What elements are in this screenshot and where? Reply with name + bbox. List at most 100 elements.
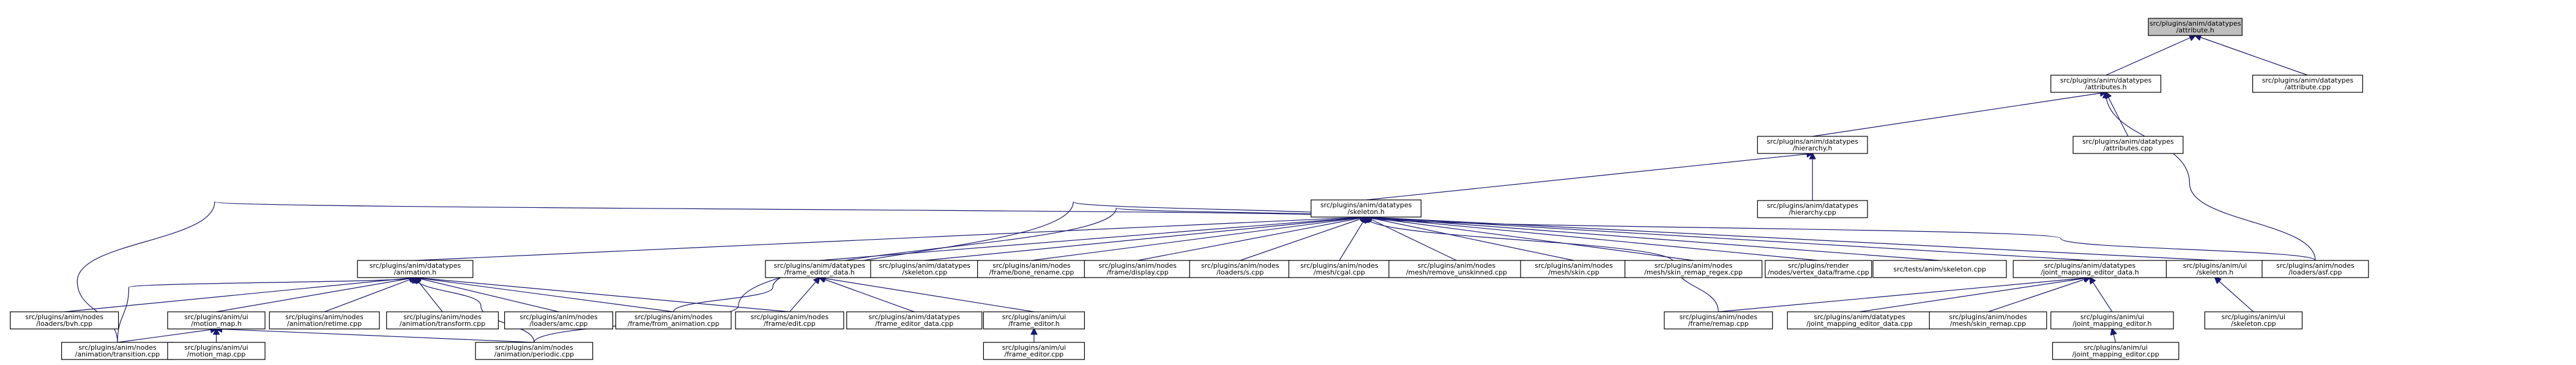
node-box[interactable] <box>2072 136 2184 154</box>
node-retime[interactable]: src/plugins/anim/nodes/animation/retime.… <box>269 311 380 330</box>
node-box[interactable] <box>846 311 983 330</box>
node-vertex-data-frame[interactable]: src/plugins/render/nodes/vertex_data/fra… <box>1765 260 1872 278</box>
node-box[interactable] <box>357 260 474 278</box>
node-box[interactable] <box>2204 311 2303 330</box>
node-box[interactable] <box>1757 136 1868 154</box>
node-animation-h[interactable]: src/plugins/anim/datatypes/animation.h <box>357 260 474 278</box>
node-box[interactable] <box>1288 260 1390 278</box>
node-frame-editor-cpp[interactable]: src/plugins/anim/ui/frame_editor.cpp <box>983 342 1085 360</box>
node-loaders-bvh[interactable]: src/plugins/anim/nodes/loaders/bvh.cpp <box>10 311 119 330</box>
node-joint-mapping-editor-h[interactable]: src/plugins/anim/ui/joint_mapping_editor… <box>2050 311 2174 330</box>
node-box[interactable] <box>977 260 1087 278</box>
node-label-line: src/plugins/anim/datatypes <box>2082 138 2174 146</box>
edge-ui_skeleton_cpp-to-ui_skeleton_h <box>2215 278 2254 312</box>
node-skeleton-cpp[interactable]: src/plugins/anim/datatypes/skeleton.cpp <box>870 260 980 278</box>
node-label-line: src/plugins/anim/datatypes <box>2150 20 2241 28</box>
node-box[interactable] <box>1765 260 1872 278</box>
edge-skeleton_h-to-hierarchy_h <box>1366 153 1813 201</box>
node-attribute-h[interactable]: src/plugins/anim/datatypes/attribute.h <box>2148 18 2243 36</box>
node-box[interactable] <box>167 311 266 330</box>
node-transition[interactable]: src/plugins/anim/nodes/animation/transit… <box>61 342 174 360</box>
node-label-line: src/plugins/anim/datatypes <box>1320 201 1412 209</box>
node-box[interactable] <box>765 260 874 278</box>
node-box[interactable] <box>615 311 732 330</box>
node-box[interactable] <box>1872 260 2007 278</box>
node-frame-editor-data-cpp[interactable]: src/plugins/anim/datatypes/frame_editor_… <box>846 311 983 330</box>
node-frame-editor-data-h[interactable]: src/plugins/anim/datatypes/frame_editor_… <box>765 260 874 278</box>
node-ui-skeleton-h[interactable]: src/plugins/anim/ui/skeleton.h <box>2165 260 2265 278</box>
node-frame-remap[interactable]: src/plugins/anim/nodes/frame/remap.cpp <box>1664 311 1773 330</box>
node-box[interactable] <box>2165 260 2265 278</box>
node-box[interactable] <box>2012 260 2167 278</box>
node-box[interactable] <box>983 311 1085 330</box>
node-attributes-cpp[interactable]: src/plugins/anim/datatypes/attributes.cp… <box>2072 136 2184 154</box>
node-label-line: src/plugins/anim/nodes <box>1098 262 1177 270</box>
node-mesh-cgal[interactable]: src/plugins/anim/nodes/mesh/cgal.cpp <box>1288 260 1390 278</box>
node-loaders-asf[interactable]: src/plugins/anim/nodes/loaders/asf.cpp <box>2261 260 2369 278</box>
node-loaders-s[interactable]: src/plugins/anim/nodes/loaders/s.cpp <box>1189 260 1291 278</box>
node-motion-map-h[interactable]: src/plugins/anim/ui/motion_map.h <box>167 311 266 330</box>
node-skin-remap[interactable]: src/plugins/anim/nodes/mesh/skin_remap.c… <box>1929 311 2047 330</box>
node-attribute-cpp[interactable]: src/plugins/anim/datatypes/attribute.cpp <box>2252 75 2363 93</box>
node-label-line: /skeleton.h <box>2197 268 2234 276</box>
node-mesh-skin[interactable]: src/plugins/anim/nodes/mesh/skin.cpp <box>1520 260 1628 278</box>
node-box[interactable] <box>2252 75 2363 93</box>
node-hierarchy-h[interactable]: src/plugins/anim/datatypes/hierarchy.h <box>1757 136 1868 154</box>
node-box[interactable] <box>983 342 1085 360</box>
node-box[interactable] <box>1929 311 2047 330</box>
node-box[interactable] <box>269 311 380 330</box>
node-box[interactable] <box>1189 260 1291 278</box>
node-box[interactable] <box>386 311 499 330</box>
node-box[interactable] <box>1787 311 1932 330</box>
node-label-line: src/plugins/anim/nodes <box>403 313 482 321</box>
node-label-line: /loaders/asf.cpp <box>2288 268 2342 276</box>
node-hierarchy-cpp[interactable]: src/plugins/anim/datatypes/hierarchy.cpp <box>1757 200 1868 218</box>
node-label-line: /frame_editor_data.cpp <box>875 320 953 328</box>
node-box[interactable] <box>1757 200 1868 218</box>
node-box[interactable] <box>1084 260 1191 278</box>
node-box[interactable] <box>735 311 844 330</box>
node-box[interactable] <box>504 311 614 330</box>
node-joint-mapping-editor-data-h[interactable]: src/plugins/anim/datatypes/joint_mapping… <box>2012 260 2167 278</box>
node-joint-mapping-editor-cpp[interactable]: src/plugins/anim/ui/joint_mapping_editor… <box>2052 342 2180 360</box>
node-label-line: /frame/display.cpp <box>1107 268 1169 276</box>
node-tests-skeleton[interactable]: src/tests/anim/skeleton.cpp <box>1872 260 2007 278</box>
node-label-line: /mesh/cgal.cpp <box>1314 268 1365 276</box>
node-periodic[interactable]: src/plugins/anim/nodes/animation/periodi… <box>475 342 594 360</box>
node-box[interactable] <box>1625 260 1763 278</box>
node-box[interactable] <box>2050 311 2174 330</box>
node-joint-mapping-editor-data-cpp[interactable]: src/plugins/anim/datatypes/joint_mapping… <box>1787 311 1932 330</box>
node-box[interactable] <box>2050 75 2162 93</box>
node-skeleton-h[interactable]: src/plugins/anim/datatypes/skeleton.h <box>1311 199 1422 218</box>
node-label-line: src/plugins/anim/nodes <box>992 262 1071 270</box>
node-label-line: /loaders/amc.cpp <box>530 320 588 328</box>
edge-loaders_s-to-skeleton_h <box>1240 217 1366 261</box>
node-anim-transform[interactable]: src/plugins/anim/nodes/animation/transfo… <box>386 311 499 330</box>
node-box[interactable] <box>1388 260 1525 278</box>
node-remove-unskinned[interactable]: src/plugins/anim/nodes/mesh/remove_unski… <box>1388 260 1525 278</box>
node-motion-map-cpp[interactable]: src/plugins/anim/ui/motion_map.cpp <box>167 342 266 360</box>
node-box[interactable] <box>167 342 266 360</box>
node-box[interactable] <box>2052 342 2180 360</box>
node-box[interactable] <box>2148 18 2243 36</box>
node-bone-rename[interactable]: src/plugins/anim/nodes/frame/bone_rename… <box>977 260 1087 278</box>
node-box[interactable] <box>10 311 119 330</box>
node-label-line: /animation/periodic.cpp <box>494 350 574 358</box>
node-label-line: src/plugins/anim/nodes <box>1535 262 1613 270</box>
node-ui-skeleton-cpp[interactable]: src/plugins/anim/ui/skeleton.cpp <box>2204 311 2303 330</box>
node-loaders-amc[interactable]: src/plugins/anim/nodes/loaders/amc.cpp <box>504 311 614 330</box>
node-frame-edit[interactable]: src/plugins/anim/nodes/frame/edit.cpp <box>735 311 844 330</box>
node-skin-remap-regex[interactable]: src/plugins/anim/nodes/mesh/skin_remap_r… <box>1625 260 1763 278</box>
node-box[interactable] <box>2261 260 2369 278</box>
node-frame-display[interactable]: src/plugins/anim/nodes/frame/display.cpp <box>1084 260 1191 278</box>
node-label-line: /animation/retime.cpp <box>287 320 362 328</box>
node-frame-editor-h[interactable]: src/plugins/anim/ui/frame_editor.h <box>983 311 1085 330</box>
node-box[interactable] <box>475 342 594 360</box>
node-box[interactable] <box>1311 199 1422 218</box>
node-box[interactable] <box>1664 311 1773 330</box>
edge-remove_unskinned-to-skeleton_h <box>1366 217 1457 261</box>
node-from-animation[interactable]: src/plugins/anim/nodes/frame/from_animat… <box>615 311 732 330</box>
node-box[interactable] <box>61 342 174 360</box>
node-attributes-h[interactable]: src/plugins/anim/datatypes/attributes.h <box>2050 75 2162 93</box>
node-label-line: /frame_editor_data.h <box>784 268 855 276</box>
